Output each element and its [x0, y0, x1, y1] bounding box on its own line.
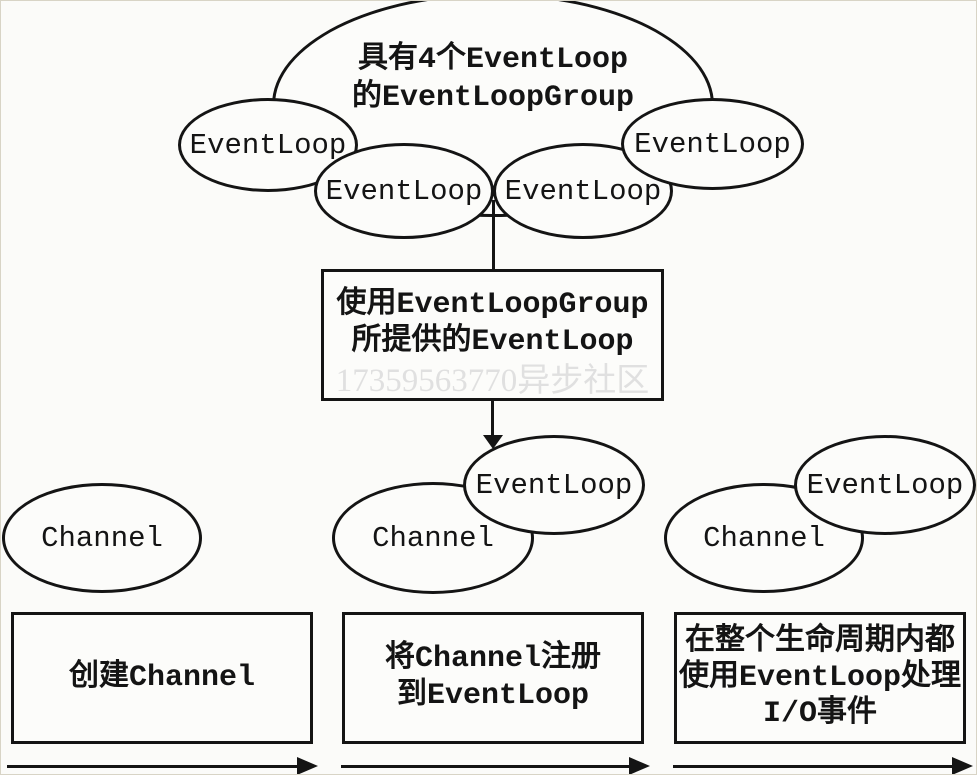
eventloop-label-4: EventLoop: [634, 127, 791, 161]
provider-box-line2: 所提供的EventLoop: [351, 325, 634, 359]
stage3-caption-line2: 使用EventLoop处理: [678, 661, 962, 695]
stage2-caption-line1: 将Channel注册: [384, 642, 602, 676]
provider-box-line1: 使用EventLoopGroup: [336, 288, 649, 322]
eventloop-ellipse-4: EventLoop: [621, 98, 804, 190]
eventloop-label-stage2: EventLoop: [475, 468, 633, 502]
arrow-down-head-icon: [483, 435, 503, 449]
eventloop-ellipse-2: EventLoop: [314, 143, 494, 239]
stage3-caption-box: 在整个生命周期内都 使用EventLoop处理 I/O事件: [674, 612, 966, 744]
eventloop-ellipse-stage3: EventLoop: [794, 435, 976, 535]
stage3-caption-line3: I/O事件: [762, 697, 877, 731]
stage3-arrow-line: [673, 765, 954, 768]
watermark-text: 17359563770异步社区: [335, 363, 650, 399]
channel-label-stage2: Channel: [372, 521, 494, 555]
stage2-caption-line2: 到EventLoop: [396, 679, 590, 713]
eventloop-label-2: EventLoop: [325, 174, 483, 208]
channel-ellipse-stage1: Channel: [2, 483, 202, 593]
eventloop-ellipse-stage2: EventLoop: [463, 435, 645, 535]
provider-box: 使用EventLoopGroup 所提供的EventLoop 173595637…: [321, 269, 664, 401]
box-to-eventloop-arrow-line: [491, 400, 494, 438]
stage1-caption-line1: 创建Channel: [68, 660, 256, 695]
group-to-box-connector-line: [492, 200, 495, 270]
stage2-caption-box: 将Channel注册 到EventLoop: [342, 612, 644, 744]
eventloop-label-stage3: EventLoop: [806, 468, 964, 502]
eventloopgroup-title-line1: 具有4个EventLoop: [357, 43, 629, 77]
eventloopgroup-title-line2: 的EventLoopGroup: [351, 81, 635, 115]
stage3-caption-line1: 在整个生命周期内都: [685, 625, 955, 659]
stage1-arrow-line: [7, 765, 298, 768]
stage3-arrow-head-icon: [952, 757, 973, 774]
eventloop-label-1: EventLoop: [189, 128, 347, 162]
stage2-arrow-line: [341, 765, 630, 768]
eventloopgroup-title: 具有4个EventLoop 的EventLoopGroup: [273, 41, 713, 117]
stage1-caption-box: 创建Channel: [11, 612, 313, 744]
channel-label-stage3: Channel: [703, 521, 825, 555]
stage1-arrow-head-icon: [297, 757, 318, 774]
channel-label-stage1: Channel: [41, 521, 163, 555]
stage2-arrow-head-icon: [629, 757, 650, 774]
eventloop-label-3: EventLoop: [504, 174, 662, 208]
